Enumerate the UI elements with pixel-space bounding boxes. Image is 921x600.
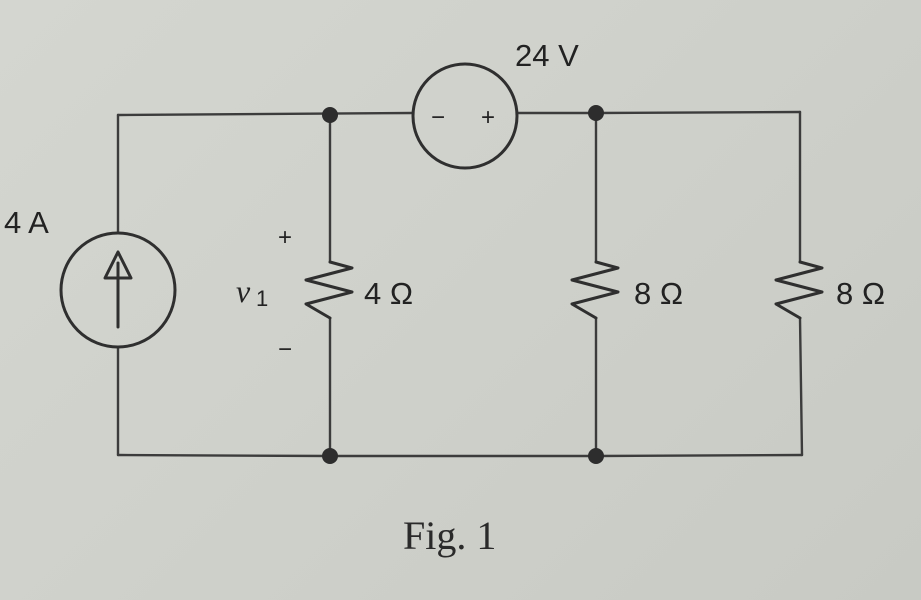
- resistor-4-ohm-label: 4 Ω: [364, 276, 413, 311]
- v1-plus-sign: +: [278, 224, 292, 251]
- wire-top-right: [594, 110, 802, 115]
- voltage-source-plus: +: [481, 104, 495, 131]
- node-top-left: [322, 107, 338, 123]
- voltage-source-label: 24 V: [515, 38, 579, 73]
- resistor-8-ohm-right: [774, 260, 824, 320]
- current-source-circle: [59, 231, 177, 349]
- node-top-right: [588, 105, 604, 121]
- resistor-8-ohm-right-label: 8 Ω: [836, 276, 885, 311]
- voltage-source: − +: [411, 62, 519, 170]
- wires: [116, 110, 804, 458]
- v1-minus-sign: −: [278, 336, 292, 363]
- current-source-arrow-icon: [103, 250, 133, 329]
- resistor-4-ohm: [304, 260, 354, 320]
- current-source: [59, 231, 177, 349]
- wire-branch3-lower: [798, 316, 804, 457]
- wire-top-left: [116, 111, 414, 117]
- wire-bottom: [116, 453, 804, 458]
- voltage-source-minus: −: [431, 104, 445, 131]
- v1-subscript: 1: [256, 286, 268, 311]
- node-bottom-right: [588, 448, 604, 464]
- resistor-8-ohm-middle-label: 8 Ω: [634, 276, 683, 311]
- figure-caption: Fig. 1: [403, 513, 496, 558]
- current-source-label: 4 A: [4, 205, 49, 240]
- v1-symbol: v: [236, 273, 251, 309]
- resistor-8-ohm-middle: [570, 260, 620, 320]
- voltage-source-circle: [411, 62, 519, 170]
- node-bottom-left: [322, 448, 338, 464]
